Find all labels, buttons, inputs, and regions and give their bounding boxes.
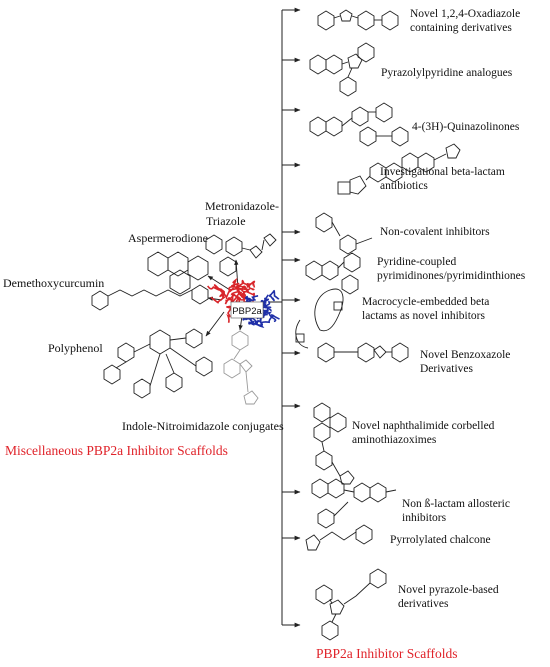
label-branch-8-line2: Derivatives	[420, 363, 474, 375]
label-branch-12-line1: Novel pyrazole-based	[398, 584, 499, 596]
structure-metronidazole-triazole	[219, 233, 277, 277]
label-demethoxycurcumin: Demethoxycurcumin	[3, 276, 105, 290]
left-structures	[91, 233, 277, 405]
structure-chalcone	[305, 524, 373, 551]
structure-oxadiazole	[317, 9, 399, 31]
label-indole-nitroimidazole: Indole-Nitroimidazole conjugates	[122, 419, 284, 433]
label-branch-8-line1: Novel Benzoxazole	[420, 349, 511, 361]
label-branch-1-line1: Novel 1,2,4-Oxadiazole	[410, 8, 521, 20]
structure-noncovalent	[315, 212, 373, 255]
label-triazole: Triazole	[206, 214, 246, 228]
arrow-to-indole	[238, 315, 243, 331]
label-branch-12-line2: derivatives	[398, 598, 449, 610]
label-branch-8: Novel Benzoxazole Derivatives	[420, 348, 510, 376]
arrow-to-aspermerodione	[207, 275, 231, 291]
protein-ribbon-strand	[210, 291, 226, 304]
protein-ribbon-strand	[237, 292, 247, 301]
label-branch-10: Non ß-lactam allosteric inhibitors	[402, 497, 510, 525]
label-branch-7-line2: lactams as novel inhibitors	[362, 310, 485, 322]
right-structures	[295, 9, 461, 641]
structure-demethoxycurcumin	[91, 284, 209, 311]
structure-benzoxazole	[317, 342, 409, 363]
arrow-to-curcumin	[207, 296, 223, 301]
structure-indole-nitroimidazole	[223, 330, 259, 405]
protein-ribbon-strand	[237, 285, 255, 302]
structure-aspermerodione	[147, 234, 223, 295]
protein-ribbon-strand	[246, 280, 256, 289]
label-branch-5: Non-covalent inhibitors	[380, 226, 490, 238]
protein-ribbon-strand	[207, 285, 226, 295]
protein-ribbon-strand	[244, 295, 259, 302]
label-branch-1: Novel 1,2,4-Oxadiazole containing deriva…	[410, 7, 520, 35]
label-branch-9-line2: aminothiazoximes	[352, 434, 437, 446]
protein-ribbon-strand	[256, 314, 280, 329]
label-branch-2: Pyrazolylpyridine analogues	[381, 67, 513, 79]
label-branch-1-line2: containing derivatives	[410, 22, 512, 34]
protein-ribbon-strand	[236, 279, 255, 291]
structure-allosteric	[311, 478, 397, 529]
label-branch-6-line2: pyrimidinones/pyrimidinthiones	[377, 270, 526, 282]
label-branch-9: Novel naphthalimide corbelled aminothiaz…	[352, 419, 494, 447]
pbp2a-label-box	[230, 301, 264, 319]
structure-quinazolinone	[309, 102, 409, 147]
label-branch-7-line1: Macrocycle-embedded beta	[362, 296, 490, 308]
label-metronidazole: Metronidazole-	[205, 199, 279, 213]
branch-arrows	[282, 7, 301, 628]
label-branch-6: Pyridine-coupled pyrimidinones/pyrimidin…	[377, 255, 525, 283]
label-branch-4-line1: Investigational beta-lactam	[380, 166, 505, 178]
structure-polyphenol	[103, 328, 213, 399]
label-branch-7: Macrocycle-embedded beta lactams as nove…	[362, 295, 489, 323]
label-branch-10-line2: inhibitors	[402, 512, 447, 524]
label-branch-4: Investigational beta-lactam antibiotics	[380, 165, 505, 193]
label-branch-6-line1: Pyridine-coupled	[377, 256, 457, 268]
label-branch-3: 4-(3H)-Quinazolinones	[412, 121, 520, 133]
label-branch-11: Pyrrolylated chalcone	[390, 534, 491, 546]
label-branch-4-line2: antibiotics	[380, 180, 428, 192]
label-aspermerodione: Aspermerodione	[128, 231, 208, 245]
protein-ribbon-strand	[268, 289, 280, 302]
label-branch-10-line1: Non ß-lactam allosteric	[402, 498, 510, 510]
structure-pyrazole	[315, 568, 387, 641]
right-group-caption: PBP2a Inhibitor Scaffolds	[316, 646, 458, 661]
structure-beta-lactam	[337, 143, 461, 195]
protein-ribbon-strand	[228, 277, 238, 293]
label-polyphenol: Polyphenol	[48, 341, 103, 355]
structure-pyrazolylpyridine	[309, 42, 375, 97]
structure-naphthalimide	[313, 402, 355, 485]
structure-macrocycle	[295, 288, 344, 349]
pbp2a-label: PBP2a	[232, 306, 262, 317]
protein-ribbon-strand	[265, 307, 277, 323]
structure-pyridine-coupled	[305, 252, 361, 295]
protein-ribbon-strand	[236, 285, 245, 297]
label-branch-9-line1: Novel naphthalimide corbelled	[352, 420, 495, 432]
label-branch-12: Novel pyrazole-based derivatives	[398, 583, 499, 611]
protein-ribbon-strand	[239, 285, 251, 298]
protein-ribbon-strand	[225, 305, 232, 324]
arrow-to-polyphenol	[205, 311, 225, 337]
left-group-caption: Miscellaneous PBP2a Inhibitor Scaffolds	[5, 443, 228, 458]
